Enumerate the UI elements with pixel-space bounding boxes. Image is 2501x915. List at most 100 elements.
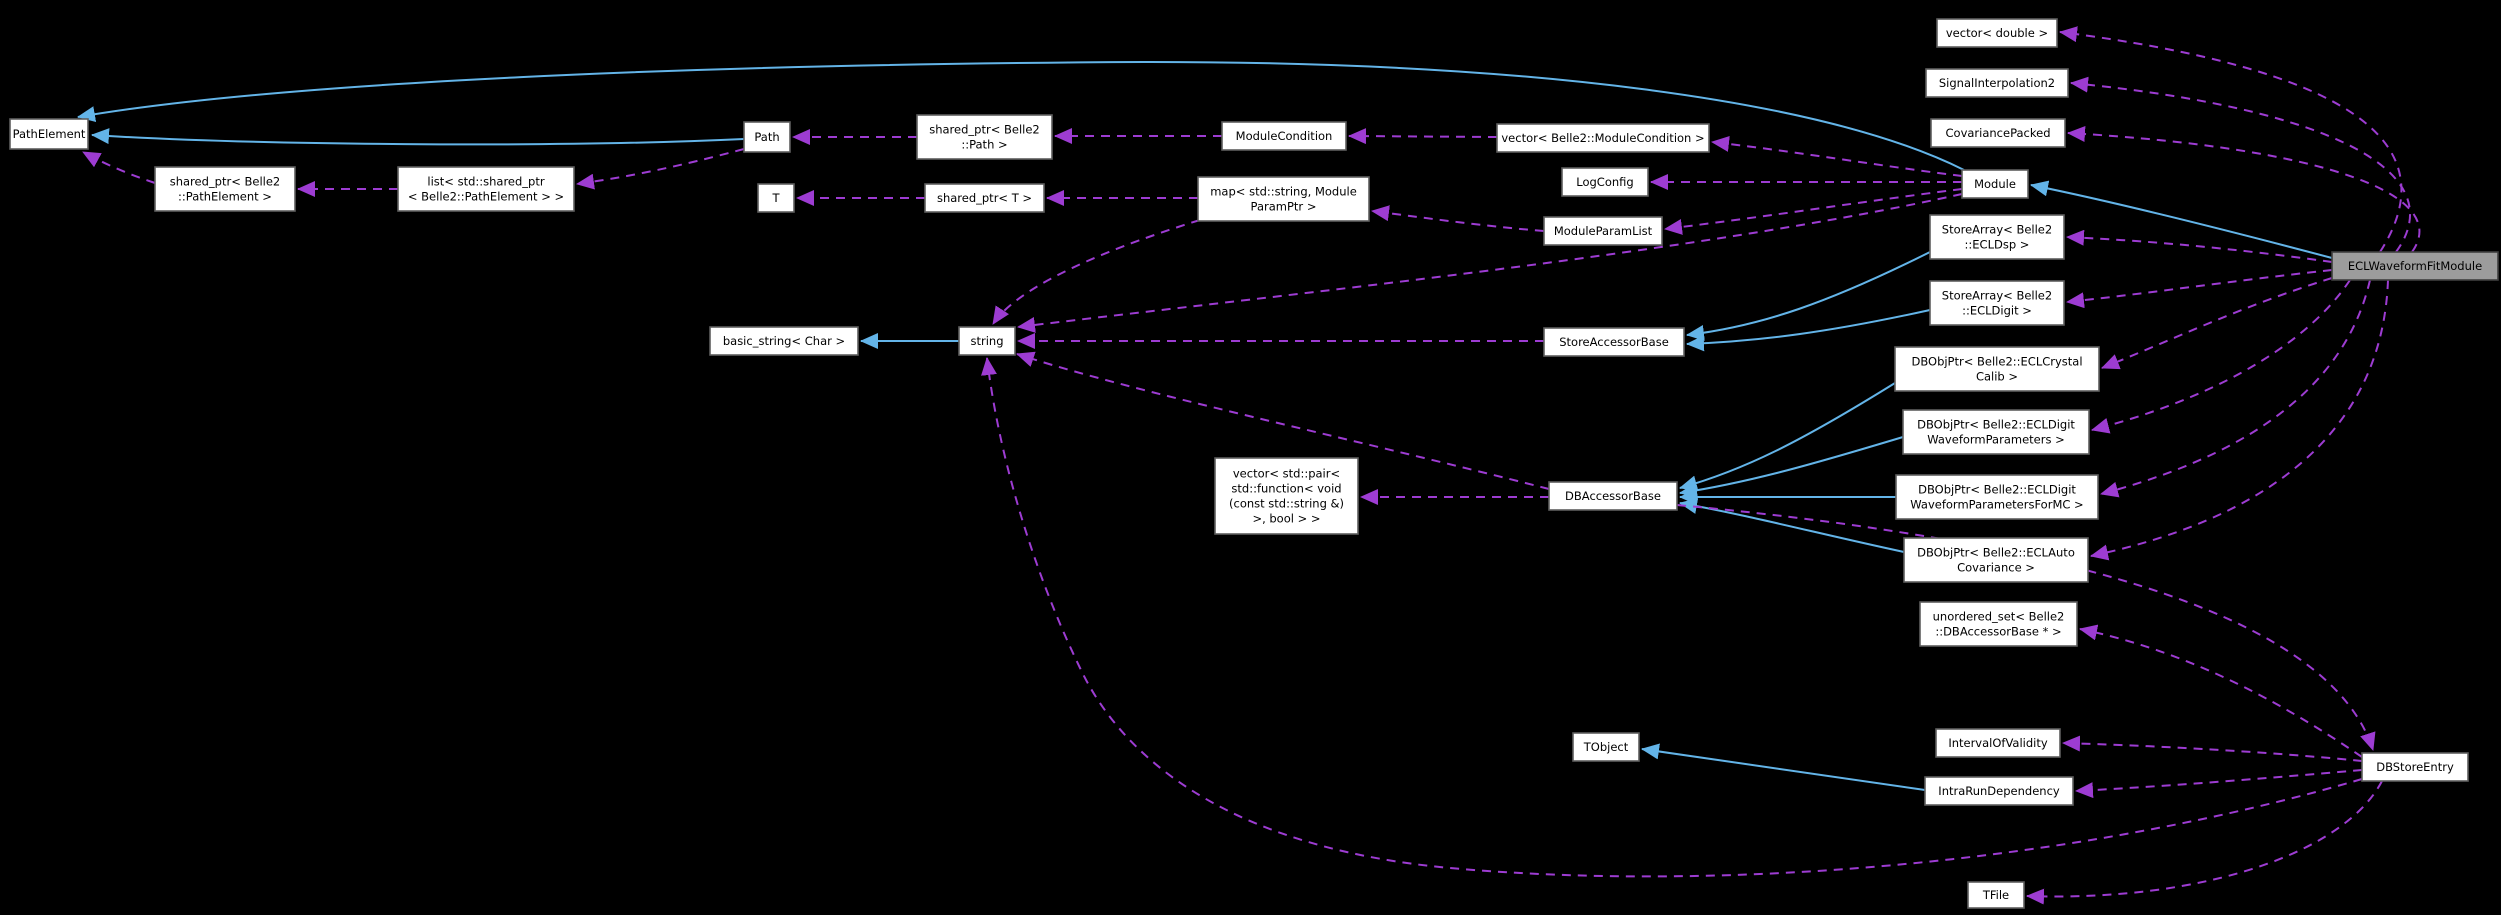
node-box-covariancePacked[interactable] <box>1930 118 2066 148</box>
node-box-sharedPtrPathElement[interactable] <box>154 166 296 212</box>
node-box-basicString[interactable] <box>709 326 859 356</box>
node-box-moduleCondition[interactable] <box>1221 121 1347 151</box>
node-tFile[interactable]: TFile <box>1967 881 2025 909</box>
node-label-tFile-line0: TFile <box>1982 888 2009 902</box>
node-storeAccessorBase[interactable]: StoreAccessorBase <box>1543 327 1685 357</box>
node-box-storeAccessorBase[interactable] <box>1543 327 1685 357</box>
node-storeArrayECLDsp[interactable]: StoreArray< Belle2::ECLDsp > <box>1929 214 2065 260</box>
node-box-tFile[interactable] <box>1967 881 2025 909</box>
node-box-dbAccessorBase[interactable] <box>1548 481 1678 511</box>
node-label-dbStoreEntry-line0: DBStoreEntry <box>2376 760 2454 774</box>
edge-path-to-pathElement <box>91 128 745 146</box>
node-pathElement[interactable]: PathElement <box>9 118 89 150</box>
node-dbStoreEntry[interactable]: DBStoreEntry <box>2361 752 2469 782</box>
edge-eclWaveformFitModule-to-storeArrayECLDigit <box>2066 269 2333 309</box>
node-label-sharedPtrT-line0: shared_ptr< T > <box>937 191 1032 205</box>
edge-eclWaveformFitModule-to-dbObjPtrWaveformParamsForMC <box>2100 279 2371 498</box>
node-basicString[interactable]: basic_string< Char > <box>709 326 859 356</box>
node-label-pathElement-line0: PathElement <box>13 127 86 141</box>
node-dbObjPtrWaveformParams[interactable]: DBObjPtr< Belle2::ECLDigitWaveformParame… <box>1902 409 2090 455</box>
node-t[interactable]: T <box>757 183 795 213</box>
node-label-storeArrayECLDsp-line0: StoreArray< Belle2 <box>1942 223 2052 237</box>
node-signalInterpolation2[interactable]: SignalInterpolation2 <box>1925 68 2069 98</box>
node-vectorModuleCondition[interactable]: vector< Belle2::ModuleCondition > <box>1496 123 1710 153</box>
node-box-logConfig[interactable] <box>1561 167 1649 197</box>
node-label-module-line0: Module <box>1974 177 2016 191</box>
node-box-sharedPtrPath[interactable] <box>916 114 1053 160</box>
node-label-sharedPtrPathElement-line0: shared_ptr< Belle2 <box>170 175 281 189</box>
node-box-vectorPairFunc[interactable] <box>1214 457 1359 535</box>
node-dbAccessorBase[interactable]: DBAccessorBase <box>1548 481 1678 511</box>
node-box-tObject[interactable] <box>1572 732 1640 762</box>
node-box-moduleParamList[interactable] <box>1543 216 1663 246</box>
node-box-vectorModuleCondition[interactable] <box>1496 123 1710 153</box>
node-string[interactable]: string <box>958 326 1016 356</box>
node-label-vectorModuleCondition-line0: vector< Belle2::ModuleCondition > <box>1501 131 1704 145</box>
node-box-dbObjPtrECLCrystalCalib[interactable] <box>1894 346 2100 392</box>
node-label-dbObjPtrWaveformParamsForMC-line1: WaveformParametersForMC > <box>1910 498 2083 512</box>
node-intraRunDependency[interactable]: IntraRunDependency <box>1924 776 2074 806</box>
edge-sharedPtrPathElement-to-pathElement <box>82 151 156 184</box>
node-unorderedSet[interactable]: unordered_set< Belle2::DBAccessorBase * … <box>1919 601 2078 647</box>
node-label-dbObjPtrWaveformParams-line1: WaveformParameters > <box>1927 433 2065 447</box>
node-storeArrayECLDigit[interactable]: StoreArray< Belle2::ECLDigit > <box>1929 280 2065 326</box>
node-box-pathElement[interactable] <box>9 118 89 150</box>
node-moduleParamList[interactable]: ModuleParamList <box>1543 216 1663 246</box>
node-logConfig[interactable]: LogConfig <box>1561 167 1649 197</box>
node-box-string[interactable] <box>958 326 1016 356</box>
node-box-listSharedPtr[interactable] <box>397 166 575 212</box>
node-box-dbObjPtrWaveformParamsForMC[interactable] <box>1895 474 2099 520</box>
edge-vectorModuleCondition-to-moduleCondition <box>1348 128 1498 145</box>
node-box-dbStoreEntry[interactable] <box>2361 752 2469 782</box>
node-box-intraRunDependency[interactable] <box>1924 776 2074 806</box>
node-vectorDouble[interactable]: vector< double > <box>1936 18 2058 48</box>
node-label-map-line1: ParamPtr > <box>1251 200 1317 214</box>
edge-eclWaveformFitModule-to-dbObjPtrECLCrystalCalib <box>2101 277 2333 370</box>
node-sharedPtrPath[interactable]: shared_ptr< Belle2::Path > <box>916 114 1053 160</box>
edge-dbObjPtrWaveformParams-to-dbAccessorBase <box>1679 436 1904 499</box>
node-module[interactable]: Module <box>1961 169 2029 199</box>
node-label-sharedPtrPath-line0: shared_ptr< Belle2 <box>929 123 1040 137</box>
node-label-moduleCondition-line0: ModuleCondition <box>1236 129 1333 143</box>
node-box-intervalOfValidity[interactable] <box>1935 728 2061 758</box>
node-path[interactable]: Path <box>743 121 791 153</box>
node-label-vectorDouble-line0: vector< double > <box>1946 26 2048 40</box>
node-box-vectorDouble[interactable] <box>1936 18 2058 48</box>
node-box-signalInterpolation2[interactable] <box>1925 68 2069 98</box>
node-sharedPtrT[interactable]: shared_ptr< T > <box>924 183 1045 213</box>
node-box-sharedPtrT[interactable] <box>924 183 1045 213</box>
node-label-unorderedSet-line1: ::DBAccessorBase * > <box>1935 625 2061 639</box>
node-label-dbObjPtrWaveformParams-line0: DBObjPtr< Belle2::ECLDigit <box>1917 418 2075 432</box>
node-moduleCondition[interactable]: ModuleCondition <box>1221 121 1347 151</box>
node-label-map-line0: map< std::string, Module <box>1210 185 1357 199</box>
node-box-module[interactable] <box>1961 169 2029 199</box>
node-box-storeArrayECLDsp[interactable] <box>1929 214 2065 260</box>
node-vectorPairFunc[interactable]: vector< std::pair<std::function< void(co… <box>1214 457 1359 535</box>
edge-eclWaveformFitModule-to-storeArrayECLDsp <box>2066 229 2333 263</box>
node-label-signalInterpolation2-line0: SignalInterpolation2 <box>1939 76 2055 90</box>
node-label-dbObjPtrECLAutoCov-line0: DBObjPtr< Belle2::ECLAuto <box>1917 546 2075 560</box>
node-box-t[interactable] <box>757 183 795 213</box>
node-box-dbObjPtrECLAutoCov[interactable] <box>1903 537 2089 583</box>
node-covariancePacked[interactable]: CovariancePacked <box>1930 118 2066 148</box>
node-label-vectorPairFunc-line0: vector< std::pair< <box>1233 467 1340 481</box>
node-box-storeArrayECLDigit[interactable] <box>1929 280 2065 326</box>
node-sharedPtrPathElement[interactable]: shared_ptr< Belle2::PathElement > <box>154 166 296 212</box>
node-label-dbObjPtrECLCrystalCalib-line0: DBObjPtr< Belle2::ECLCrystal <box>1911 355 2082 369</box>
edge-eclWaveformFitModule-to-module <box>2030 180 2333 259</box>
node-box-path[interactable] <box>743 121 791 153</box>
node-tObject[interactable]: TObject <box>1572 732 1640 762</box>
node-dbObjPtrWaveformParamsForMC[interactable]: DBObjPtr< Belle2::ECLDigitWaveformParame… <box>1895 474 2099 520</box>
node-box-dbObjPtrWaveformParams[interactable] <box>1902 409 2090 455</box>
node-box-map[interactable] <box>1197 176 1370 222</box>
edge-module-to-pathElement <box>77 60 1965 171</box>
node-listSharedPtr[interactable]: list< std::shared_ptr< Belle2::PathEleme… <box>397 166 575 212</box>
node-box-unorderedSet[interactable] <box>1919 601 2078 647</box>
edge-dbStoreEntry-to-tFile <box>2026 780 2383 905</box>
node-intervalOfValidity[interactable]: IntervalOfValidity <box>1935 728 2061 758</box>
